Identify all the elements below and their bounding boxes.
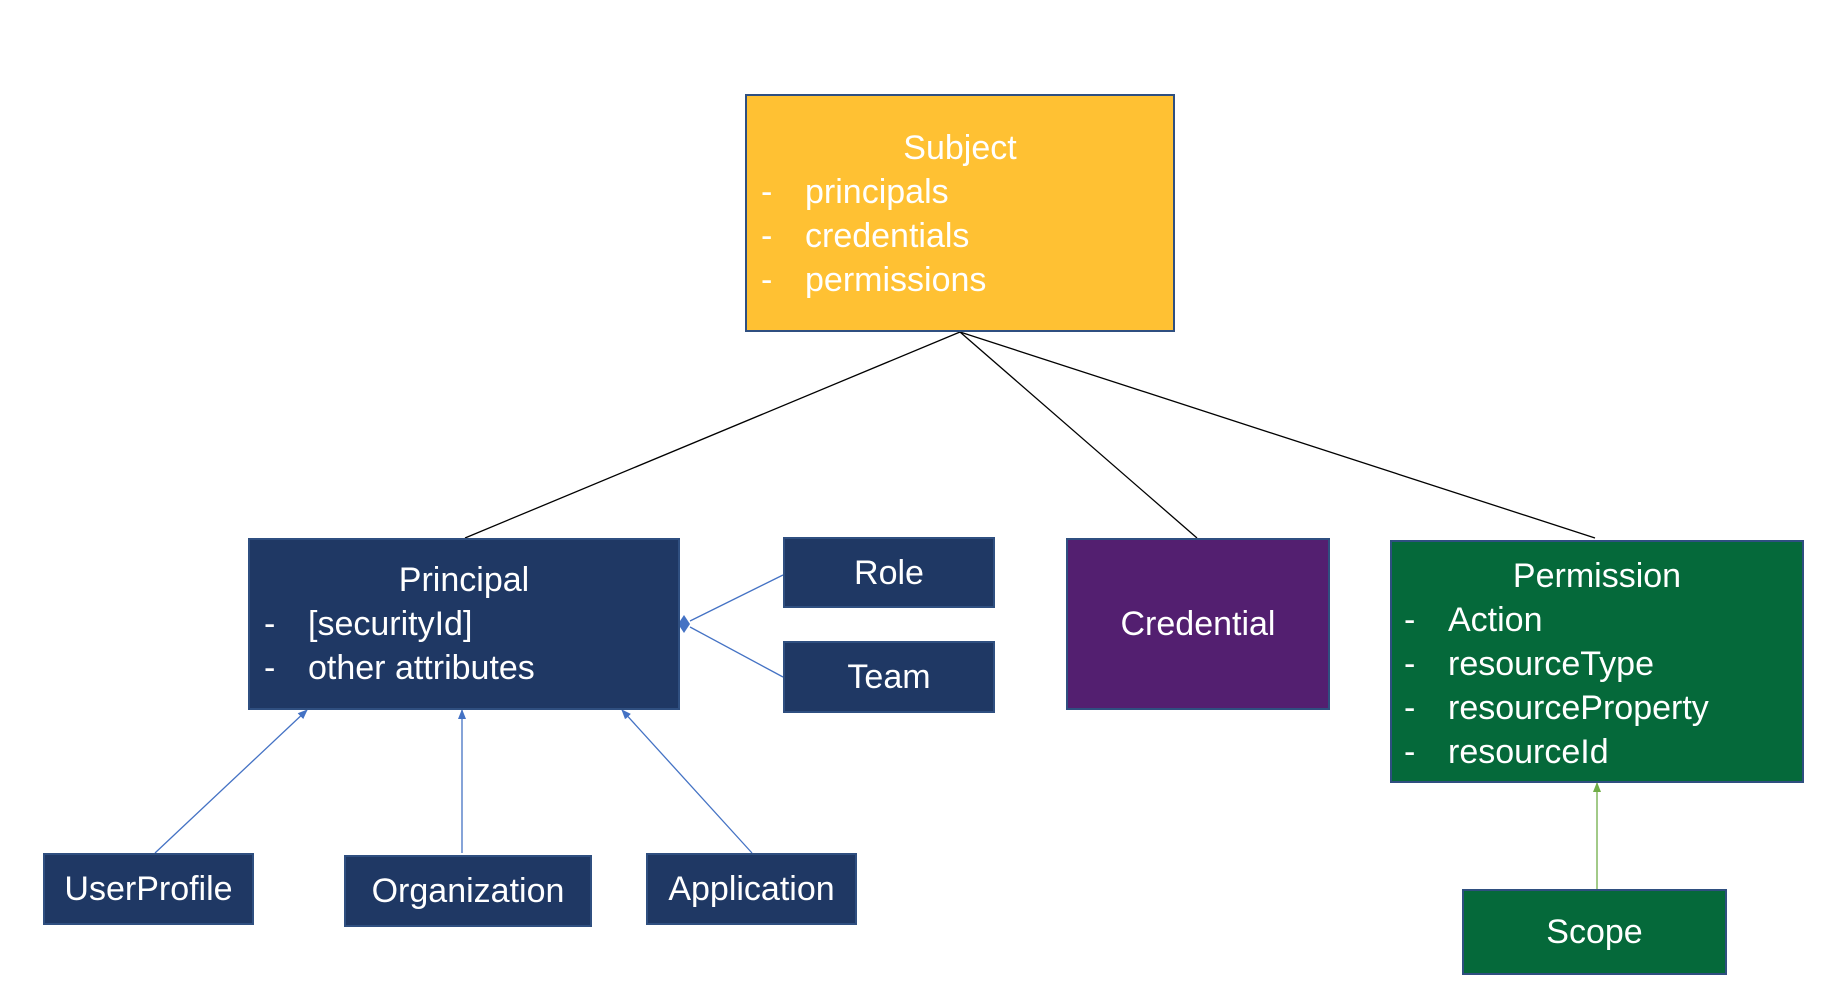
- role-box: Role: [783, 537, 995, 608]
- scope-title: Scope: [1546, 913, 1643, 951]
- role-title: Role: [854, 553, 924, 592]
- subject-attribute: -credentials: [761, 217, 970, 255]
- principal-attribute-list: -[securityId] -other attributes: [250, 602, 678, 690]
- team-principal-link: [689, 626, 784, 678]
- application-principal-arrow: [621, 709, 753, 854]
- userprofile-box: UserProfile: [43, 853, 254, 925]
- userprofile-title: UserProfile: [64, 870, 233, 908]
- subject-principal-link: [464, 331, 961, 539]
- subject-permission-link: [959, 331, 1596, 539]
- subject-attribute-list: -principals -credentials -permissions: [747, 170, 1173, 302]
- credential-title: Credential: [1120, 605, 1276, 643]
- subject-box: Subject -principals -credentials -permis…: [745, 94, 1175, 332]
- scope-box: Scope: [1462, 889, 1727, 975]
- subject-credential-link: [959, 331, 1198, 539]
- organization-title: Organization: [371, 872, 565, 910]
- team-title: Team: [847, 658, 931, 696]
- permission-attribute: -resourceProperty: [1404, 689, 1709, 727]
- subject-title: Subject: [903, 129, 1017, 167]
- userprofile-principal-arrow: [154, 709, 308, 854]
- permission-box: Permission -Action -resourceType -resour…: [1390, 540, 1804, 783]
- principal-box: Principal -[securityId] -other attribute…: [248, 538, 680, 710]
- subject-attribute: -permissions: [761, 261, 987, 299]
- principal-title: Principal: [398, 561, 530, 599]
- permission-attribute: -resourceType: [1404, 645, 1654, 683]
- application-box: Application: [646, 853, 857, 925]
- application-title: Application: [668, 870, 835, 908]
- principal-attribute: -other attributes: [264, 649, 535, 687]
- aggregation-diamond-icon: [678, 615, 690, 633]
- permission-title: Permission: [1512, 557, 1682, 595]
- team-box: Team: [783, 641, 995, 713]
- subject-attribute: -principals: [761, 173, 949, 211]
- credential-box: Credential: [1066, 538, 1330, 710]
- principal-attribute: -[securityId]: [264, 605, 473, 643]
- role-principal-link: [689, 574, 784, 622]
- permission-attribute: -Action: [1404, 601, 1543, 639]
- permission-attribute-list: -Action -resourceType -resourceProperty …: [1392, 598, 1802, 774]
- permission-attribute: -resourceId: [1404, 733, 1609, 771]
- organization-box: Organization: [344, 855, 592, 927]
